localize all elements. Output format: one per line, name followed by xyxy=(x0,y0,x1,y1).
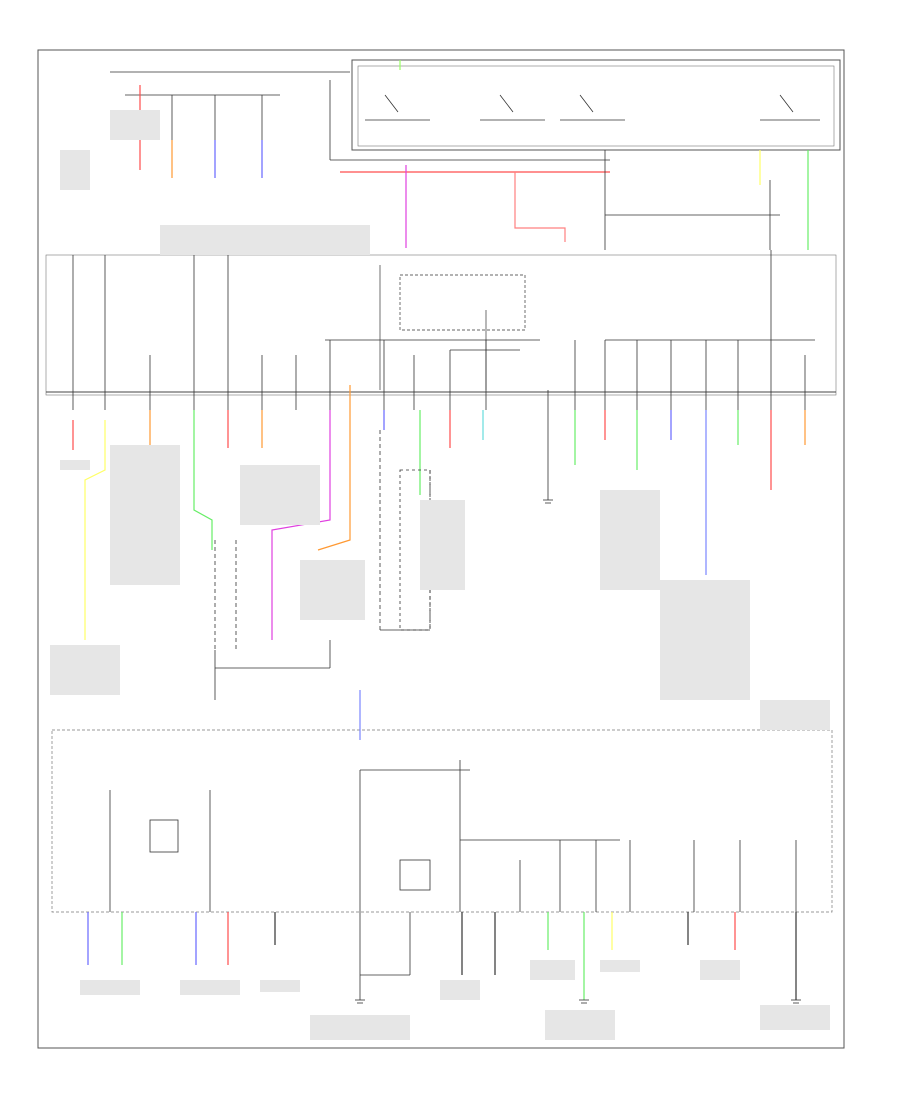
top-left-relays xyxy=(110,71,610,165)
wire-pink-drop xyxy=(514,172,566,242)
lower-drops xyxy=(87,912,797,1000)
lower-block-internals xyxy=(109,760,797,1000)
middle-relay-block xyxy=(325,265,815,390)
colored-wires xyxy=(139,60,809,250)
top-relay-box xyxy=(351,59,841,151)
outer-frame xyxy=(37,49,845,1049)
ground-symbols xyxy=(355,499,801,1004)
label-blocks xyxy=(50,110,830,1040)
fuse-drops xyxy=(72,250,806,500)
ipdm-fuse-band xyxy=(45,254,837,396)
lower-fuse-block xyxy=(51,729,833,913)
colored-drops xyxy=(72,385,806,740)
top-relay-switches xyxy=(365,94,820,250)
top-relay-box-inner xyxy=(357,65,835,147)
